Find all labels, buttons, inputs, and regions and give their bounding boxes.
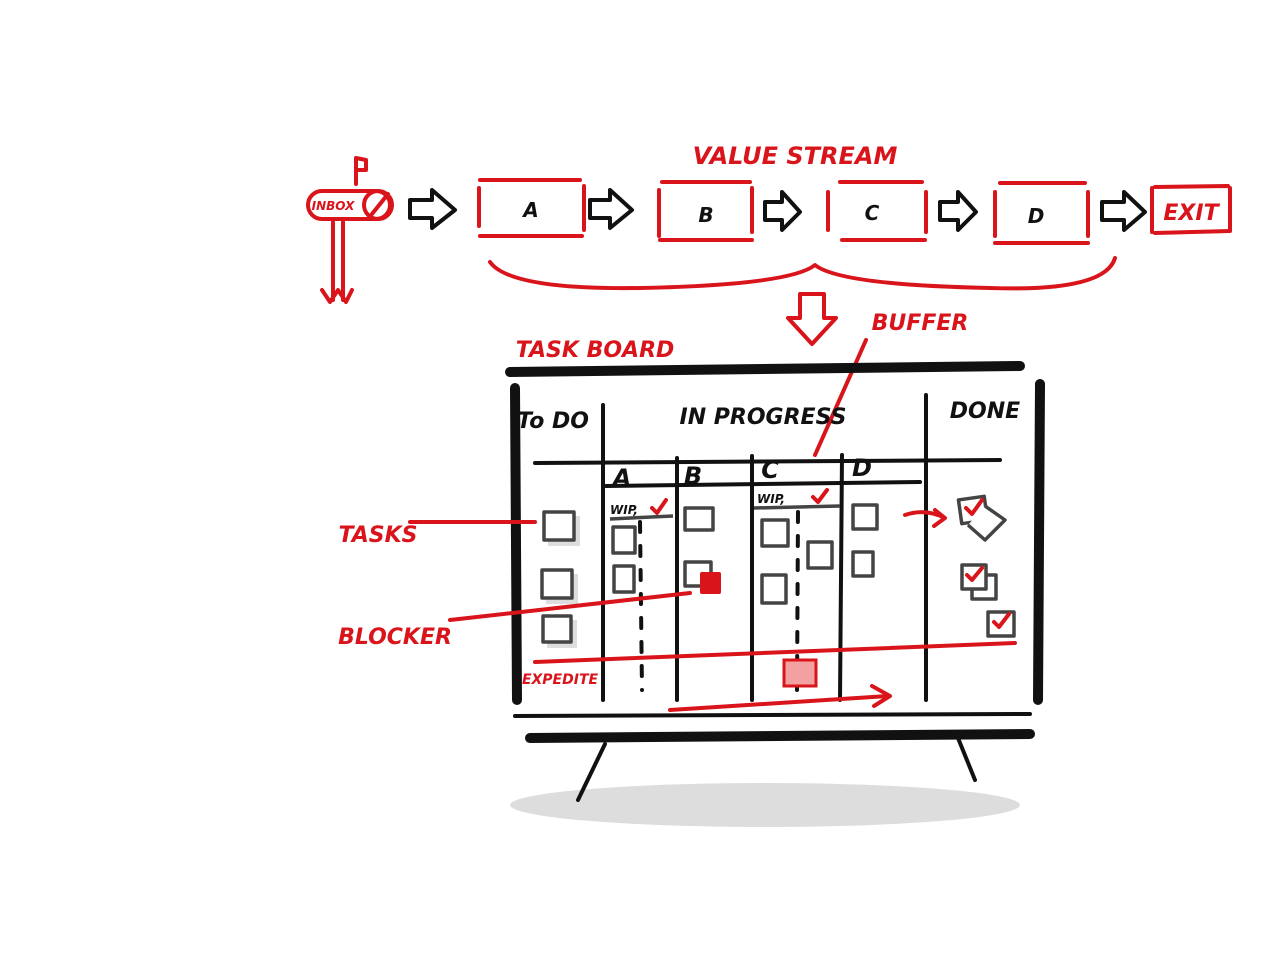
value-stream-brace	[488, 256, 1117, 291]
exit-label: EXIT	[1163, 201, 1220, 226]
column-done: DONE	[950, 399, 1020, 424]
task-card	[540, 568, 574, 600]
task-card	[760, 573, 788, 605]
column-todo: To DO	[517, 409, 589, 434]
exit-box: EXIT	[1150, 184, 1232, 235]
svg-text:A: A	[521, 198, 538, 222]
svg-text:D: D	[1028, 204, 1045, 228]
wip-label-a: WIP,	[610, 503, 638, 517]
subcolumn-b: B	[684, 462, 702, 490]
task-card	[612, 564, 636, 594]
buffer-label: BUFFER	[872, 311, 969, 336]
expedite-lane-line	[533, 641, 1017, 664]
inbox-mailbox: INBOX	[306, 156, 394, 304]
check-icon	[811, 488, 829, 504]
buffer-pointer	[813, 338, 868, 457]
expedite-label: EXPEDITE	[522, 672, 599, 688]
svg-text:B: B	[698, 203, 713, 227]
task-stickies	[540, 494, 1016, 688]
task-card	[683, 506, 715, 532]
check-icon	[965, 566, 984, 582]
stage-b: B	[657, 180, 754, 242]
subcolumn-a: A	[611, 464, 632, 492]
wip-label-c: WIP,	[757, 492, 785, 506]
task-card	[542, 510, 576, 542]
task-card	[851, 503, 879, 531]
column-in-progress: IN PROGRESS	[680, 405, 847, 430]
subcolumn-c: C	[761, 456, 779, 484]
board-shadow	[510, 783, 1020, 827]
blocker-pointer	[448, 591, 692, 622]
arrow-right-icon	[408, 188, 457, 230]
move-to-done-arrow	[903, 508, 947, 528]
blocker-label: BLOCKER	[338, 625, 452, 650]
arrow-right-icon	[763, 190, 802, 232]
arrow-down-icon	[786, 292, 838, 346]
task-board	[505, 361, 1045, 802]
arrow-right-icon	[588, 188, 634, 230]
inbox-label: INBOX	[312, 199, 355, 213]
check-icon	[992, 612, 1011, 629]
expedite-card	[782, 658, 818, 688]
task-card	[541, 614, 573, 644]
value-stream-title: VALUE STREAM	[693, 142, 898, 170]
task-card	[760, 518, 790, 548]
task-card	[611, 525, 637, 555]
arrow-right-icon	[1100, 190, 1147, 232]
tasks-label: TASKS	[338, 523, 417, 548]
arrow-right-icon	[938, 190, 978, 232]
check-icon	[964, 498, 984, 516]
task-board-title: TASK BOARD	[516, 338, 675, 363]
subcolumn-d: D	[852, 454, 872, 482]
blocker-card	[700, 572, 721, 594]
flow-direction-arrow	[668, 684, 892, 712]
check-icon	[650, 498, 668, 515]
stage-c: C	[826, 180, 928, 242]
flow-arrows	[408, 188, 1147, 232]
task-card	[851, 550, 875, 578]
stage-d: D	[993, 181, 1090, 245]
stage-a: A	[477, 178, 586, 238]
task-card	[806, 540, 834, 570]
svg-text:C: C	[865, 201, 880, 225]
